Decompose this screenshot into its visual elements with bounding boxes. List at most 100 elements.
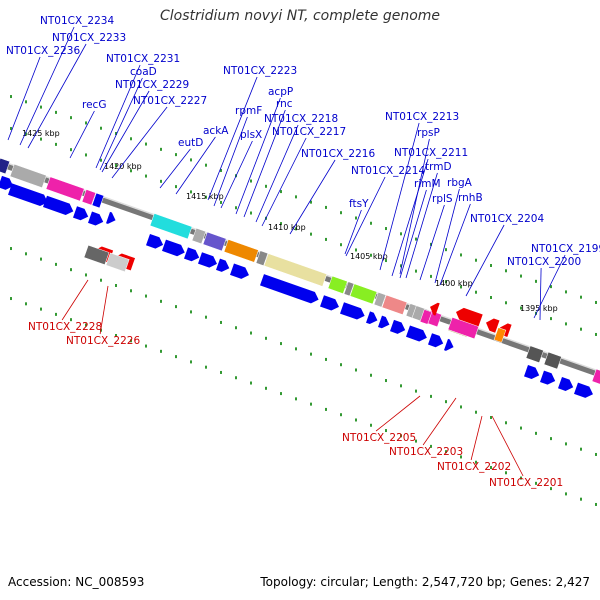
gene-arrow-shape <box>146 233 164 249</box>
gene-arrow <box>88 211 104 226</box>
leader-line <box>111 106 168 179</box>
gene-box-fill <box>91 192 105 209</box>
track-dot <box>325 205 327 209</box>
gene-box <box>105 252 130 273</box>
track-dot <box>160 179 162 183</box>
track-dot <box>55 110 57 114</box>
gene-box-fill <box>83 244 110 266</box>
leader-line <box>101 90 150 173</box>
gene-arrow-shape <box>88 211 104 226</box>
gene-box-fill <box>493 327 507 343</box>
gene-label: recG <box>82 99 106 111</box>
gene-arrow-shape <box>320 295 339 311</box>
track-dot <box>325 407 327 411</box>
track-dot <box>265 336 267 340</box>
leader-line <box>434 188 460 284</box>
gene-label: rnhB <box>458 192 483 204</box>
gene-box <box>255 250 269 266</box>
track-dot <box>565 442 567 446</box>
track-dot <box>445 450 447 454</box>
track-dot <box>160 349 162 353</box>
track-dot <box>370 253 372 257</box>
track-dot <box>85 121 87 125</box>
track-dot <box>505 269 507 273</box>
map-title: Clostridium novyi NT, complete genome <box>159 8 441 24</box>
leader-line <box>289 159 336 235</box>
leader-line <box>220 140 253 209</box>
gene-arrow <box>320 295 339 311</box>
track-dot <box>115 164 117 167</box>
track-dot <box>445 248 447 252</box>
track-dot <box>595 332 597 336</box>
track-dot <box>205 163 207 167</box>
gene-label: NT01CX_2214 <box>351 165 425 177</box>
gene-label: coaD <box>130 66 157 78</box>
gene-label: NT01CX_2236 <box>6 45 80 57</box>
gene-box-fill <box>591 368 600 385</box>
track-dot <box>265 184 267 188</box>
track-dot <box>280 190 282 194</box>
gene-label: ftsY <box>349 198 369 210</box>
gene-box <box>9 163 47 189</box>
track-dot <box>355 368 357 372</box>
leader-line <box>491 415 524 477</box>
track-dot <box>70 148 72 152</box>
gene-arrow <box>540 370 556 385</box>
leader-line <box>213 116 248 207</box>
track-dot <box>25 302 27 306</box>
leader-line <box>99 77 143 171</box>
track-dot <box>580 447 582 451</box>
gene-label: rbgA <box>447 177 473 189</box>
track-dot <box>460 285 462 289</box>
gene-box <box>91 192 105 209</box>
track-dot <box>265 386 267 390</box>
track-dot <box>565 290 567 294</box>
track-dot <box>145 174 147 178</box>
kbp-label: 1420 kbp <box>104 162 142 171</box>
leader-line <box>470 415 483 461</box>
track-dot <box>175 185 177 189</box>
gene-box-fill <box>373 291 387 308</box>
gene-box-fill <box>343 281 355 297</box>
gene-box-fill <box>543 351 562 370</box>
gene-arrow <box>106 211 116 224</box>
gene-label: NT01CX_2213 <box>385 111 459 123</box>
track-dot <box>220 320 222 324</box>
track-dot <box>145 344 147 348</box>
track-dot <box>280 392 282 396</box>
track-dot <box>475 258 477 262</box>
track-dot <box>580 295 582 299</box>
gene-label: rplS <box>432 193 453 205</box>
track-dot <box>10 95 12 99</box>
gene-arrow-shape <box>428 333 444 348</box>
gene-arrow <box>162 239 185 257</box>
leader-line <box>439 203 471 286</box>
gene-arrow-shape <box>444 338 454 351</box>
track-dot <box>190 158 192 162</box>
track-dot <box>505 421 507 425</box>
track-dot <box>355 418 357 422</box>
track-dot <box>490 416 492 419</box>
gene-box-fill <box>191 227 207 245</box>
track-dot <box>40 137 42 141</box>
track-dot <box>175 305 177 309</box>
gene-box-fill <box>255 250 269 266</box>
track-dot <box>100 158 102 162</box>
gene-box <box>373 291 387 308</box>
gene-arrow-shape <box>43 195 74 215</box>
track-dot <box>535 431 537 435</box>
gene-label: NT01CX_2223 <box>223 65 297 77</box>
leader-line <box>405 172 438 279</box>
track-dot <box>130 169 132 173</box>
track-dot <box>235 326 237 330</box>
gene-arrow <box>574 382 593 398</box>
leader-line <box>399 138 430 275</box>
track-dot <box>205 315 207 319</box>
gene-box <box>381 294 408 315</box>
gene-label: plsX <box>240 129 262 141</box>
track-dot <box>160 147 162 151</box>
track-dot <box>190 190 192 194</box>
gene-box <box>202 231 227 252</box>
gene-label: NT01CX_2217 <box>272 126 346 138</box>
gene-arrow <box>430 302 440 316</box>
